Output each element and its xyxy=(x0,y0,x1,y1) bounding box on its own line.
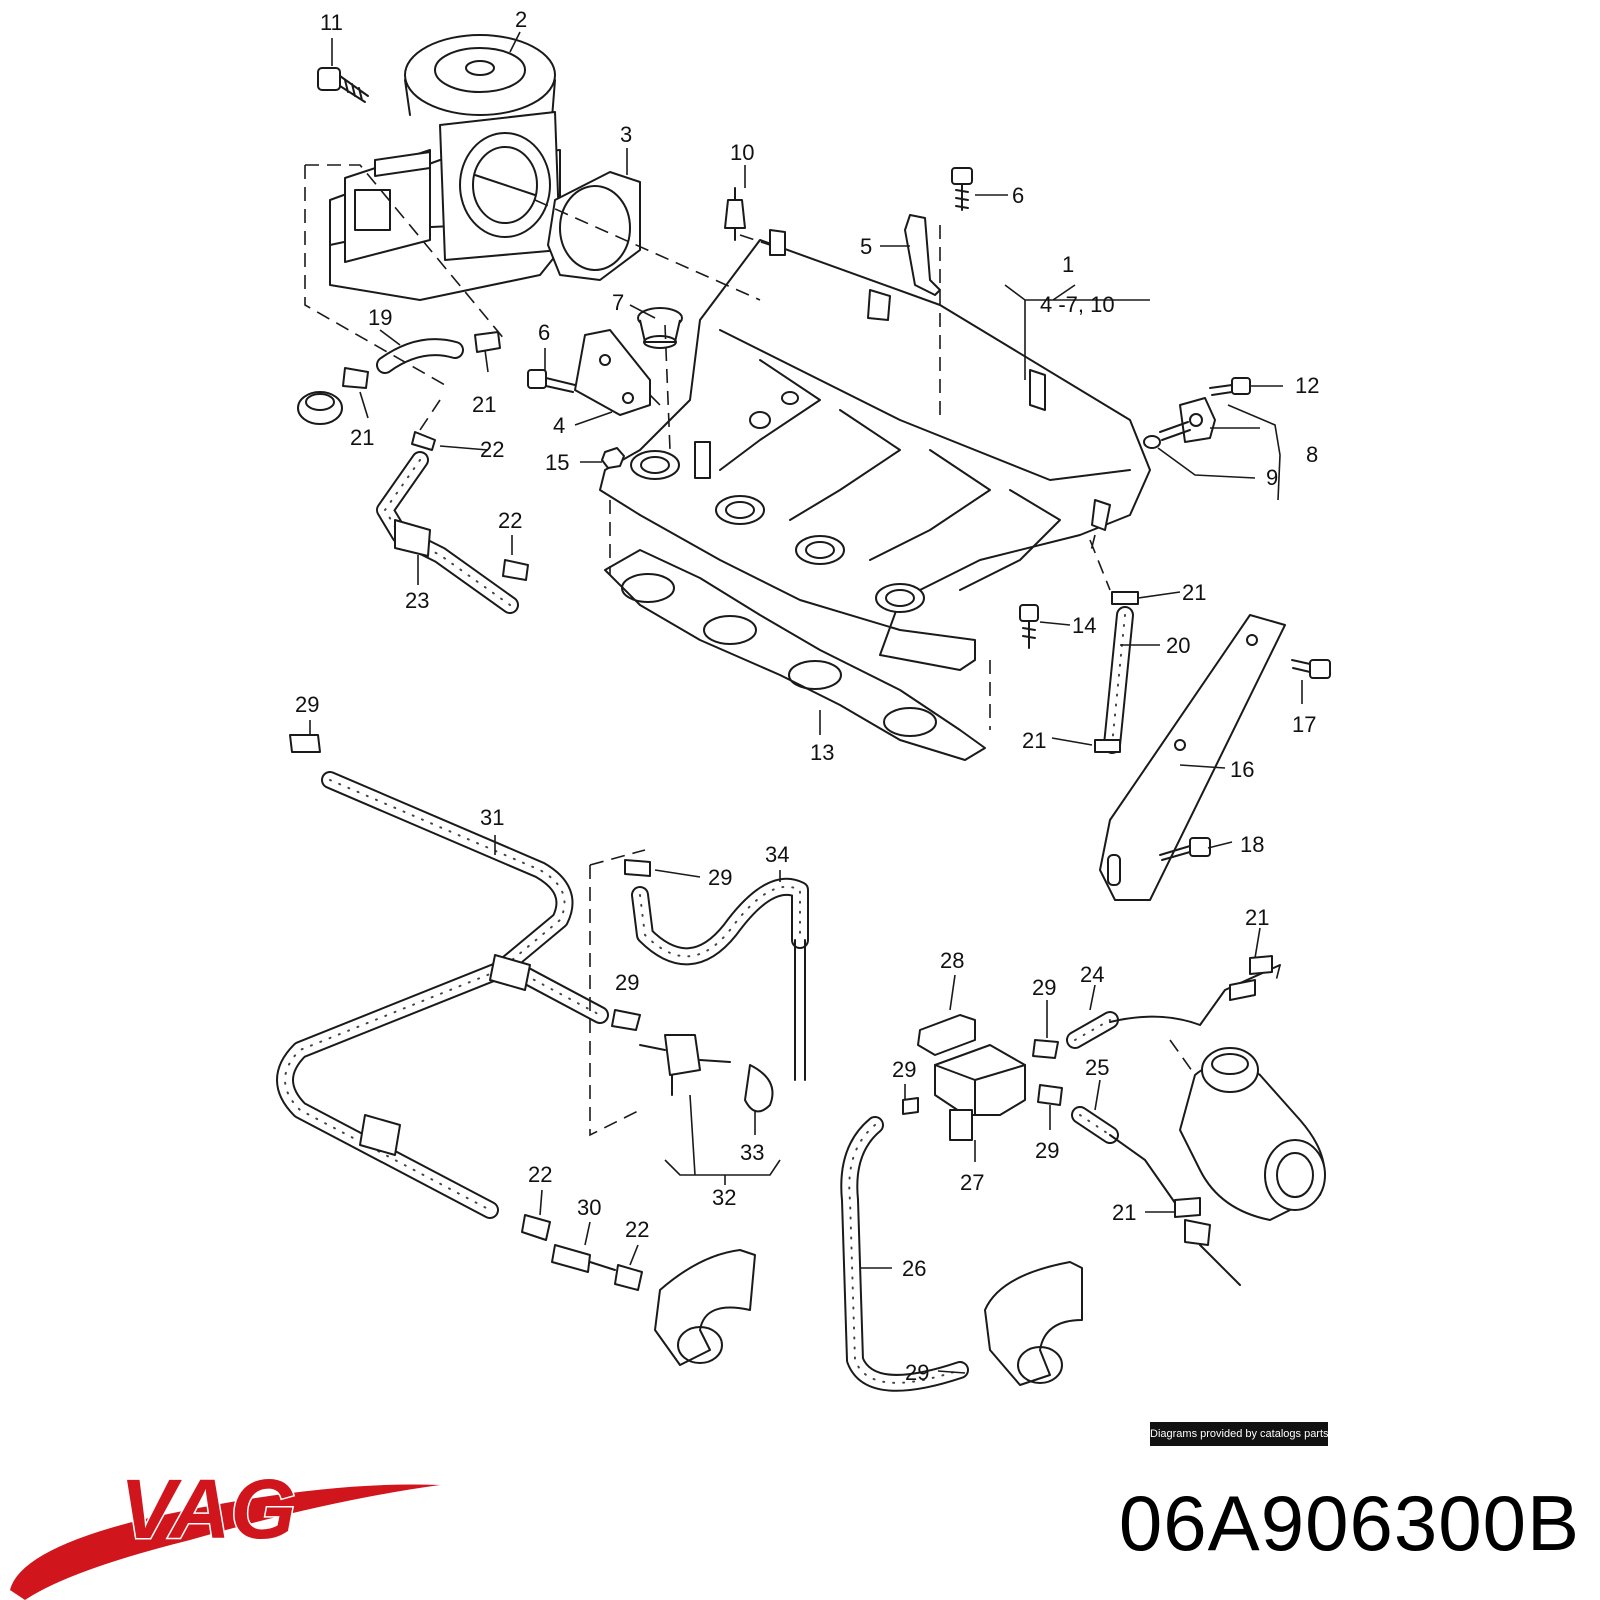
callout-30: 30 xyxy=(577,1195,601,1220)
callout-19: 19 xyxy=(368,305,392,330)
callout-4: 4 xyxy=(553,413,565,438)
bolt-11 xyxy=(317,67,369,103)
hose-30 xyxy=(521,1214,756,1366)
callout-8: 8 xyxy=(1306,442,1318,467)
callout-5: 5 xyxy=(860,234,872,259)
bolt-14 xyxy=(1019,604,1039,649)
callout-33: 33 xyxy=(740,1140,764,1165)
diagram-credit: Diagrams provided by catalogs parts xyxy=(1150,1422,1329,1446)
callout-29-f: 29 xyxy=(1035,1138,1059,1163)
callout-29-d: 29 xyxy=(1032,975,1056,1000)
hose-31 xyxy=(276,734,609,1219)
dashed-guides xyxy=(304,164,1281,1137)
callout-28: 28 xyxy=(940,948,964,973)
hose-19 xyxy=(297,331,501,451)
callout-21-a: 21 xyxy=(472,392,496,417)
valve-32 xyxy=(611,1009,774,1113)
callout-7: 7 xyxy=(612,290,624,315)
solenoid-27 xyxy=(902,1014,1026,1141)
nut-15 xyxy=(601,447,625,469)
callout-6-left: 6 xyxy=(538,320,550,345)
hose-20 xyxy=(1094,591,1139,754)
gasket-3 xyxy=(547,171,641,281)
callout-14: 14 xyxy=(1072,613,1096,638)
hose-23 xyxy=(376,451,529,614)
callout-6-top: 6 xyxy=(1012,183,1024,208)
callout-22-c: 22 xyxy=(528,1162,552,1187)
callout-21-b: 21 xyxy=(350,425,374,450)
intake-manifold xyxy=(599,229,1151,671)
callout-21-c: 21 xyxy=(1182,580,1206,605)
cap-7 xyxy=(637,307,683,349)
leader-lines xyxy=(309,31,1303,1374)
callout-9: 9 xyxy=(1266,465,1278,490)
callout-labels: 11 2 3 10 6 5 1 4 -7, 10 7 19 6 12 21 21… xyxy=(295,7,1319,1385)
callout-31: 31 xyxy=(480,805,504,830)
throttle-body xyxy=(329,34,561,301)
callout-13: 13 xyxy=(810,740,834,765)
callout-32: 32 xyxy=(712,1185,736,1210)
callout-22-a: 22 xyxy=(480,437,504,462)
callout-10: 10 xyxy=(730,140,754,165)
callout-29-b: 29 xyxy=(708,865,732,890)
callout-21-e: 21 xyxy=(1245,905,1269,930)
callout-29-g: 29 xyxy=(905,1360,929,1385)
logo-swoosh xyxy=(10,1484,440,1600)
callout-3: 3 xyxy=(620,122,632,147)
callout-22-d: 22 xyxy=(625,1217,649,1242)
vag-logo: VAG xyxy=(10,1461,440,1600)
callout-11: 11 xyxy=(320,10,343,35)
callout-27: 27 xyxy=(960,1170,984,1195)
callout-29-e: 29 xyxy=(892,1057,916,1082)
hose-24 xyxy=(1032,955,1281,1059)
callout-17: 17 xyxy=(1292,712,1316,737)
callout-22-b: 22 xyxy=(498,508,522,533)
hose-26 xyxy=(840,1116,1083,1392)
hose-25 xyxy=(1037,1084,1201,1218)
callout-20: 20 xyxy=(1166,633,1190,658)
support-bracket-16 xyxy=(1099,614,1331,901)
callout-21-f: 21 xyxy=(1112,1200,1136,1225)
bracket-4 xyxy=(527,329,651,416)
callout-15: 15 xyxy=(545,450,569,475)
gasket-13 xyxy=(604,549,986,761)
callout-4-7-10: 4 -7, 10 xyxy=(1040,292,1115,317)
callout-16: 16 xyxy=(1230,757,1254,782)
callout-24: 24 xyxy=(1080,962,1104,987)
callout-1: 1 xyxy=(1062,252,1074,277)
callout-29-c: 29 xyxy=(615,970,639,995)
logo-wordmark: VAG xyxy=(120,1462,296,1556)
callout-12: 12 xyxy=(1295,373,1319,398)
pipe-assembly-8 xyxy=(1143,377,1251,449)
callout-21-d: 21 xyxy=(1022,728,1046,753)
callout-23: 23 xyxy=(405,588,429,613)
bracket-5 xyxy=(724,167,973,296)
callout-26: 26 xyxy=(902,1256,926,1281)
callout-25: 25 xyxy=(1085,1055,1109,1080)
turbocharger xyxy=(1179,1047,1326,1286)
callout-29-a: 29 xyxy=(295,692,319,717)
callout-2: 2 xyxy=(515,7,527,32)
hose-34 xyxy=(624,859,809,1081)
part-number: 06A906300B xyxy=(1118,1479,1580,1567)
callout-34: 34 xyxy=(765,842,789,867)
callout-18: 18 xyxy=(1240,832,1264,857)
